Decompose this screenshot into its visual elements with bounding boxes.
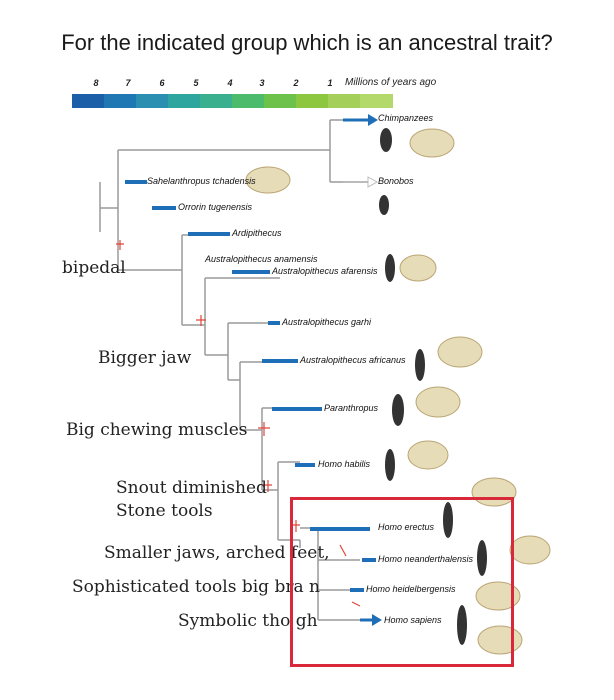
species-ardipithecus: Ardipithecus	[232, 228, 282, 238]
species-chimpanzees: Chimpanzees	[378, 113, 434, 123]
annotation-snout-diminished: Snout diminished	[116, 478, 267, 498]
time-scale-segment	[168, 94, 201, 108]
time-tick-label: 2	[293, 78, 299, 88]
time-tick-label: 7	[125, 78, 131, 88]
species-africanus: Australopithecus africanus	[300, 355, 406, 365]
annotation-big-chewing-muscles: Big chewing muscles	[66, 420, 248, 440]
indicated-group-highlight	[290, 497, 514, 667]
time-scale-segment	[328, 94, 361, 108]
species-heidelbergensis: Homo heidelbergensis	[366, 584, 456, 594]
time-scale-segment	[136, 94, 169, 108]
species-anamensis: Australopithecus anamensis	[205, 254, 318, 264]
time-scale-segment	[296, 94, 329, 108]
time-scale-segment	[360, 94, 393, 108]
time-scale-segment	[232, 94, 265, 108]
species-neanderthalensis: Homo neanderthalensis	[378, 554, 474, 564]
annotation-smaller-jaws: Smaller jaws, arched feet,	[104, 543, 330, 563]
time-tick-label: 5	[193, 78, 199, 88]
time-tick-label: 3	[259, 78, 265, 88]
species-erectus: Homo erectus	[378, 522, 435, 532]
annotation-symbolic: Symbolic tho gh	[178, 611, 318, 631]
time-tick-label: 4	[227, 78, 233, 88]
species-garhi: Australopithecus garhi	[282, 317, 372, 327]
time-scale-segment	[200, 94, 233, 108]
species-habilis: Homo habilis	[318, 459, 371, 469]
time-tick-label: 8	[93, 78, 99, 88]
annotation-bigger-jaw: Bigger jaw	[98, 348, 192, 368]
annotation-bipedal: bipedal	[62, 258, 126, 278]
time-scale-segment	[104, 94, 137, 108]
species-sahelanthropus: Sahelanthropus tchadensis	[147, 176, 256, 186]
time-tick-label: 1	[327, 78, 333, 88]
time-tick-label: 6	[159, 78, 165, 88]
species-afarensis: Australopithecus afarensis	[272, 266, 378, 276]
question-text: For the indicated group which is an ance…	[61, 30, 553, 55]
species-bonobos: Bonobos	[378, 176, 414, 186]
time-unit-label: Millions of years ago	[345, 77, 437, 88]
species-orrorin: Orrorin tugenensis	[178, 202, 253, 212]
time-scale-segment	[264, 94, 297, 108]
time-scale-segment	[72, 94, 105, 108]
time-scale-bar	[72, 94, 393, 108]
annotation-sophisticated-tools: Sophisticated tools big bra n	[72, 577, 320, 597]
species-paranthropus: Paranthropus	[324, 403, 379, 413]
species-sapiens: Homo sapiens	[384, 615, 442, 625]
annotation-stone-tools: Stone tools	[116, 501, 213, 521]
